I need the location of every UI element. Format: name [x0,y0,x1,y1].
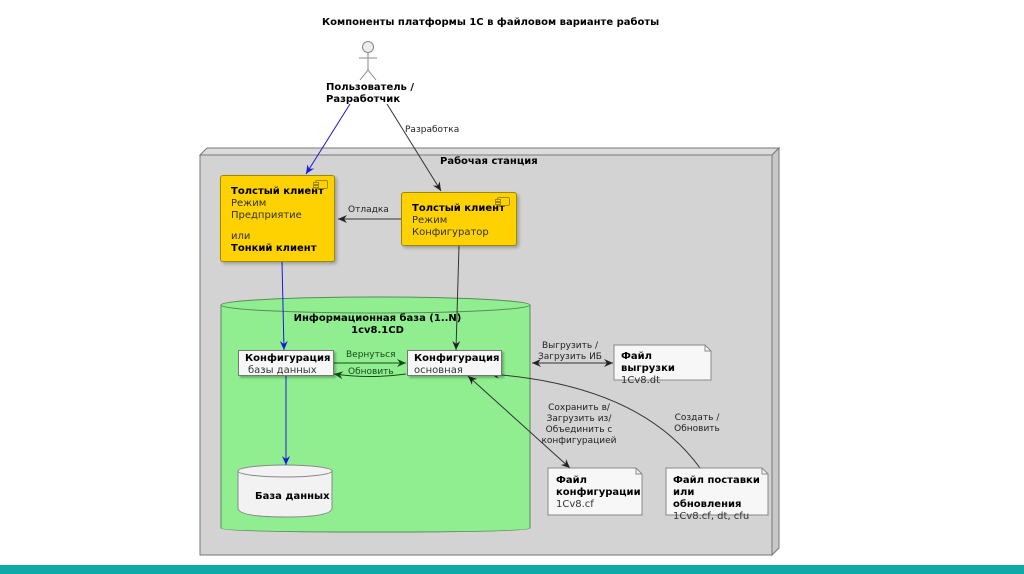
workstation-title: Рабочая станция [440,156,538,167]
note-file-delivery[interactable]: Файл поставки или обновления 1Cv8.cf, dt… [673,475,760,522]
component-icon [313,180,328,189]
config-database-box[interactable]: Конфигурация базы данных [238,350,334,376]
footer-bar [0,565,1024,574]
database-cylinder [237,464,333,518]
note-file-dump[interactable]: Файл выгрузки 1Cv8.dt [621,351,675,386]
edge-label-update: Обновить [348,367,394,377]
note-file-dump-shape [613,344,712,381]
edge-enterprise-to-configdb [279,261,288,351]
edge-label-development: Разработка [405,125,460,135]
edge-label-debug: Отладка [348,205,389,215]
edge-label-save-config: Сохранить в/ Загрузить из/ Объединить с … [541,403,617,446]
edge-update [333,371,407,380]
note-file-config[interactable]: Файл конфигурации 1Cv8.cf [556,475,641,510]
component-thick-client-enterprise[interactable]: Толстый клиент Режим Предприятие или Тон… [220,175,335,262]
edge-development [386,103,442,192]
note-file-config-fold [635,468,642,475]
edge-create-update [489,370,701,469]
edge-label-dump: Выгрузить / Загрузить ИБ [537,341,602,362]
note-file-config-shape [547,467,643,516]
component-icon [495,197,510,206]
edge-label-create-update: Создать / Обновить [674,413,720,434]
note-file-delivery-shape [665,467,769,516]
actor-stick-figure-icon [359,41,377,81]
edge-save-config [467,375,571,469]
component-thick-client-configurator[interactable]: Толстый клиент Режим Конфигуратор [401,192,517,246]
config-main-box[interactable]: Конфигурация основная [407,350,502,376]
edge-actor-to-enterprise [305,103,351,175]
infobase-title: Информационная база (1..N) 1cv8.1CD [293,313,462,336]
note-file-delivery-fold [761,468,768,475]
database-label: База данных [255,491,330,502]
edge-label-return: Вернуться [346,350,396,360]
edge-configurator-to-main [452,244,461,351]
note-file-dump-fold [704,345,711,352]
actor-label: Пользователь / Разработчик [326,82,415,105]
